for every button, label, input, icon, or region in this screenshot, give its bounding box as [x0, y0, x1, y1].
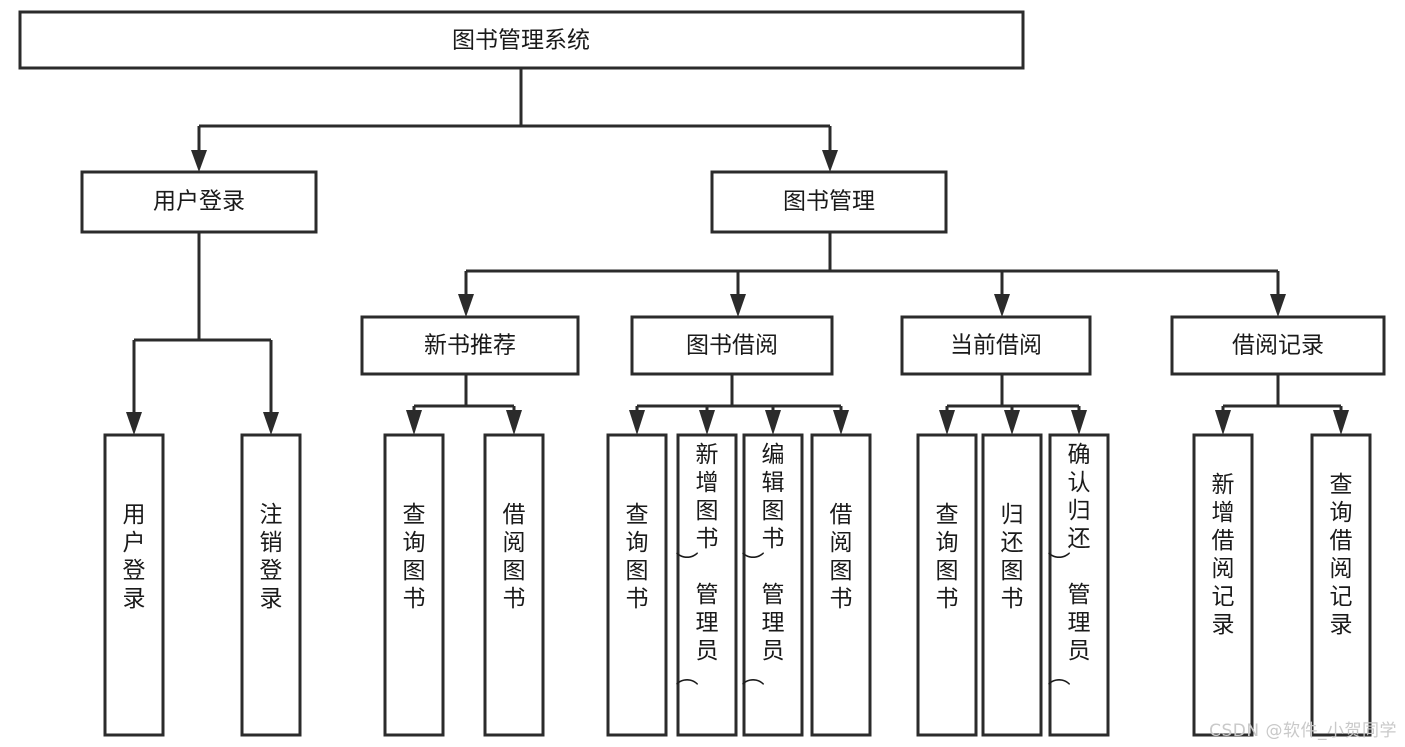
- leaf-query-book-2-label: 查询图书: [626, 502, 649, 612]
- arrow-head-leaf-query-book-1: [406, 410, 422, 435]
- leaf-add-book-admin-label: 新增图书（管理员）: [676, 442, 719, 686]
- new-book-recommend-label: 新书推荐: [424, 333, 516, 359]
- arrow-head-leaf-return-book: [1004, 410, 1020, 435]
- user-login-box[interactable]: [80, 170, 318, 234]
- arrow-head-leaf-query-book-3: [939, 410, 955, 435]
- leaf-query-book-2-box[interactable]: [606, 433, 668, 737]
- book-borrow-box[interactable]: [630, 315, 834, 376]
- leaf-query-book-3-label: 查询图书: [936, 502, 959, 612]
- arrow-head-book-borrow: [730, 294, 746, 317]
- book-manage-label: 图书管理: [783, 189, 875, 215]
- arrow-head-leaf-query-borrow-record: [1333, 410, 1349, 435]
- connector-layer: [126, 68, 1349, 435]
- node-user-login[interactable]: 用户登录: [80, 170, 318, 234]
- node-leaf-query-book-3[interactable]: 查询图书: [916, 433, 978, 737]
- leaf-borrow-book-1-label: 借阅图书: [503, 502, 526, 612]
- arrow-head-leaf-query-book-2: [629, 410, 645, 435]
- borrow-record-box[interactable]: [1170, 315, 1386, 376]
- csdn-watermark: CSDN @软件_小贺同学: [1209, 721, 1397, 741]
- leaf-add-book-admin-box[interactable]: [676, 433, 738, 737]
- node-book-manage[interactable]: 图书管理: [710, 170, 948, 234]
- node-borrow-record[interactable]: 借阅记录: [1170, 315, 1386, 376]
- node-leaf-add-borrow-record[interactable]: 新增借阅记录: [1192, 433, 1254, 737]
- arrow-head-leaf-add-borrow-record: [1215, 410, 1231, 435]
- arrow-head-leaf-borrow-book-1: [506, 410, 522, 435]
- user-login-label: 用户登录: [153, 189, 245, 215]
- leaf-user-login-box[interactable]: [103, 433, 165, 737]
- leaf-return-book-box[interactable]: [981, 433, 1043, 737]
- book-borrow-label: 图书借阅: [686, 333, 778, 359]
- leaf-borrow-book-2-label: 借阅图书: [830, 502, 853, 612]
- node-leaf-user-login[interactable]: 用户登录: [103, 433, 165, 737]
- leaf-query-borrow-record-box[interactable]: [1310, 433, 1372, 737]
- new-book-recommend-box[interactable]: [360, 315, 580, 376]
- node-leaf-query-book-1[interactable]: 查询图书: [383, 433, 445, 737]
- node-leaf-query-book-2[interactable]: 查询图书: [606, 433, 668, 737]
- node-leaf-borrow-book-1[interactable]: 借阅图书: [483, 433, 545, 737]
- node-leaf-edit-book-admin[interactable]: 编辑图书（管理员）: [742, 433, 804, 737]
- leaf-return-book-label: 归还图书: [1001, 502, 1024, 612]
- node-leaf-confirm-return-admin[interactable]: 确认归还（管理员）: [1048, 433, 1110, 737]
- arrow-head-current-borrow: [994, 294, 1010, 317]
- current-borrow-box[interactable]: [900, 315, 1092, 376]
- leaf-query-book-3-box[interactable]: [916, 433, 978, 737]
- arrow-head-leaf-confirm-return-admin: [1071, 410, 1087, 435]
- leaf-add-borrow-record-box[interactable]: [1192, 433, 1254, 737]
- leaf-edit-book-admin-label: 编辑图书（管理员）: [742, 442, 785, 686]
- leaf-layer: 用户登录 注销登录 查询图书 借阅图书 查询图书 新增图书（管理员）: [103, 433, 1372, 737]
- arrow-head-leaf-edit-book-admin: [765, 410, 781, 435]
- arrow-head-leaf-borrow-book-2: [833, 410, 849, 435]
- leaf-borrow-book-2-box[interactable]: [810, 433, 872, 737]
- arrow-head-new-book-recommend: [458, 294, 474, 317]
- leaf-edit-book-admin-box[interactable]: [742, 433, 804, 737]
- leaf-query-book-1-label: 查询图书: [403, 502, 426, 612]
- node-leaf-user-logout[interactable]: 注销登录: [240, 433, 302, 737]
- leaf-borrow-book-1-box[interactable]: [483, 433, 545, 737]
- node-new-book-recommend[interactable]: 新书推荐: [360, 315, 580, 376]
- arrow-head-book-manage: [822, 150, 838, 172]
- arrow-head-leaf-user-logout: [263, 412, 279, 435]
- leaf-add-borrow-record-label: 新增借阅记录: [1212, 472, 1235, 638]
- root-label: 图书管理系统: [452, 28, 590, 54]
- arrow-head-leaf-add-book-admin: [699, 410, 715, 435]
- leaf-user-logout-label: 注销登录: [260, 502, 283, 612]
- node-leaf-add-book-admin[interactable]: 新增图书（管理员）: [676, 433, 738, 737]
- node-leaf-borrow-book-2[interactable]: 借阅图书: [810, 433, 872, 737]
- leaf-user-login-label: 用户登录: [123, 502, 146, 612]
- node-root-book-management-system[interactable]: 图书管理系统: [18, 10, 1025, 70]
- node-current-borrow[interactable]: 当前借阅: [900, 315, 1092, 376]
- leaf-confirm-return-admin-label: 确认归还（管理员）: [1048, 442, 1091, 686]
- arrow-head-leaf-user-login: [126, 412, 142, 435]
- root-box[interactable]: [18, 10, 1025, 70]
- node-book-borrow[interactable]: 图书借阅: [630, 315, 834, 376]
- arrow-head-borrow-record: [1270, 294, 1286, 317]
- current-borrow-label: 当前借阅: [950, 333, 1042, 359]
- leaf-confirm-return-admin-box[interactable]: [1048, 433, 1110, 737]
- leaf-user-logout-box[interactable]: [240, 433, 302, 737]
- node-leaf-return-book[interactable]: 归还图书: [981, 433, 1043, 737]
- book-manage-box[interactable]: [710, 170, 948, 234]
- borrow-record-label: 借阅记录: [1232, 333, 1324, 359]
- leaf-query-borrow-record-label: 查询借阅记录: [1330, 472, 1353, 638]
- node-leaf-query-borrow-record[interactable]: 查询借阅记录: [1310, 433, 1372, 737]
- leaf-query-book-1-box[interactable]: [383, 433, 445, 737]
- arrow-head-user-login: [191, 150, 207, 172]
